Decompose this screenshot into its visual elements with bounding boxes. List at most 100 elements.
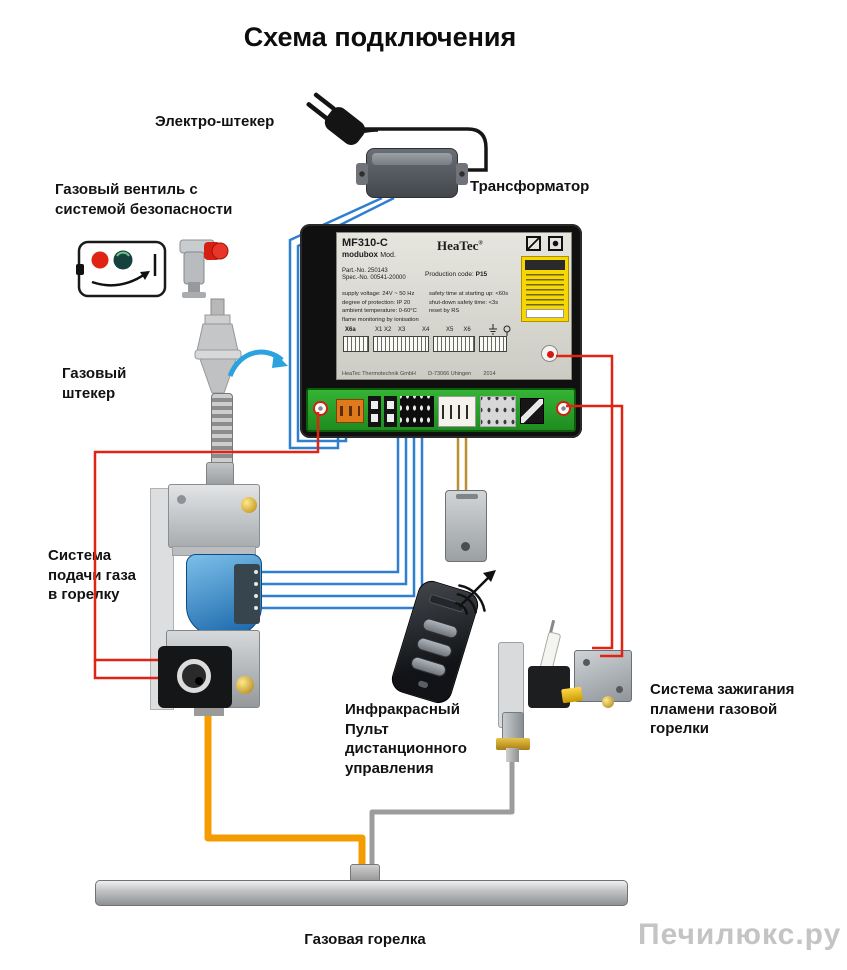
gas-supply-assembly	[148, 480, 273, 716]
sticker-header-band	[525, 260, 565, 270]
transformer-mount-ear-right	[456, 163, 468, 185]
transformer-mount-ear-left	[356, 163, 368, 185]
label-ignition: Система зажигания пламени газовой горелк…	[650, 681, 795, 737]
certification-mark-icon	[526, 236, 541, 251]
gas-flex-hose	[211, 393, 233, 467]
brand-logo: HeaTec	[437, 238, 479, 253]
gas-valve-icon	[179, 239, 229, 298]
production-code: P15	[475, 271, 488, 278]
model-number: MF310-C	[342, 237, 388, 249]
ground-symbol-icon	[489, 324, 511, 336]
brass-fitting-icon	[602, 696, 614, 708]
ignition-assembly	[490, 619, 650, 762]
terminal-drawing	[373, 336, 429, 352]
page-title: Схема подключения	[243, 22, 517, 52]
terminal-red-left	[313, 401, 328, 416]
brand-registered-mark: ®	[478, 240, 483, 247]
terminal-strip	[306, 388, 576, 432]
remote-led	[417, 680, 429, 689]
pin	[254, 606, 258, 610]
spec-list-right: safety time at starting up: <60s shut-do…	[429, 290, 508, 316]
screw-icon	[177, 495, 186, 504]
spec-line: degree of protection: IP 20	[342, 299, 411, 306]
series-mod: Mod.	[380, 252, 396, 259]
brass-fitting-icon	[236, 676, 254, 694]
wire-blue-1	[262, 428, 400, 574]
spec-list-left: supply voltage: 24V ~ 50 Hz degree of pr…	[342, 290, 419, 325]
terminal-group-label: X6a	[345, 327, 356, 333]
wire-red-ignition-2	[566, 404, 624, 658]
modulating-connector	[234, 564, 260, 624]
relay-module-2	[384, 396, 397, 427]
spec-line: flame monitoring by ionisation	[342, 317, 419, 324]
solenoid-ring	[177, 659, 211, 693]
terminal-block	[438, 396, 476, 427]
sensor-hole	[461, 542, 470, 551]
sensor-clamp	[456, 494, 478, 499]
spec-line: shut-down safety time: <3s	[429, 299, 499, 306]
solenoid-core	[195, 677, 203, 685]
watermark: Печилюкс.ру	[638, 918, 842, 951]
gas-burner-bar	[95, 880, 628, 906]
ignition-bracket	[574, 650, 632, 702]
transformer	[356, 148, 468, 198]
gas-safety-panel-icon	[76, 239, 229, 298]
brass-hex-nut	[496, 738, 530, 750]
power-plug-icon	[306, 92, 379, 145]
label-electro-plug: Электро-штекер	[155, 113, 275, 130]
spec-line: safety time at starting up: <60s	[429, 291, 509, 297]
remote-button[interactable]	[421, 616, 460, 640]
flame-sensor	[445, 490, 487, 562]
wire-blue-4	[262, 428, 424, 610]
gas-plug	[194, 298, 242, 394]
spec-line: ambient temperature: 0-60°C	[342, 308, 417, 315]
screw-icon	[583, 659, 590, 666]
orange-connector-slots	[340, 406, 360, 416]
terminal-red-right	[556, 401, 571, 416]
certification-mark-icon-2	[548, 236, 563, 251]
series-name: modubox	[342, 250, 378, 259]
terminal-drawing	[433, 336, 475, 352]
diode-module	[520, 398, 544, 424]
solenoid	[158, 646, 232, 708]
wire-blue-2	[262, 428, 408, 586]
warning-sticker	[521, 256, 569, 322]
pin	[254, 582, 258, 586]
socket-block	[480, 396, 516, 427]
screw-icon	[616, 686, 623, 693]
production-code-label: Production code:	[425, 271, 474, 278]
relay-module-1	[368, 396, 381, 427]
valve-top-block	[168, 484, 260, 548]
label-gas-plug: Газовый штекер	[62, 365, 127, 402]
transformer-top-face	[372, 153, 452, 165]
wireless-signal-icon	[455, 570, 496, 615]
label-gas-valve: Газовый вентиль с системой безопасности	[55, 181, 233, 218]
pin	[254, 570, 258, 574]
terminal-drawing	[343, 336, 369, 352]
spec-line: supply voltage: 24V ~ 50 Hz	[342, 291, 415, 297]
control-unit: MF310-C modubox Mod. Part.-No. 250143 Sp…	[300, 224, 582, 438]
label-burner: Газовая горелка	[304, 931, 426, 948]
terminal-diagram: X6a X1 X2 X3 X4 X5 X6	[341, 324, 521, 367]
sticker-footer-box	[526, 309, 564, 318]
brass-nozzle	[561, 686, 583, 704]
pin-connector	[400, 396, 434, 427]
terminal-drawing	[479, 336, 507, 352]
sticker-text-lines	[526, 274, 564, 308]
control-unit-faceplate: MF310-C modubox Mod. Part.-No. 250143 Sp…	[336, 232, 572, 380]
faceplate-footer: HeaTec Thermotechnik GmbH D-73066 Uhinge…	[342, 371, 496, 377]
label-remote: Инфракрасный Пульт дистанционного управл…	[345, 701, 467, 777]
valve-foot	[194, 708, 224, 716]
terminal-row-labels: X1 X2 X3 X4 X5 X6	[375, 327, 471, 333]
wire-gas-hose-orange	[204, 706, 366, 876]
remote-button[interactable]	[415, 636, 454, 660]
remote-button[interactable]	[409, 655, 448, 679]
red-button-icon	[91, 251, 109, 269]
spec-number: Spec.-No. 00541-20000	[342, 275, 406, 281]
pin	[254, 594, 258, 598]
label-transformer: Трансформатор	[470, 178, 590, 195]
pilot-pipe	[506, 748, 519, 762]
brass-screw-icon	[241, 497, 257, 513]
reset-button[interactable]	[541, 345, 558, 362]
